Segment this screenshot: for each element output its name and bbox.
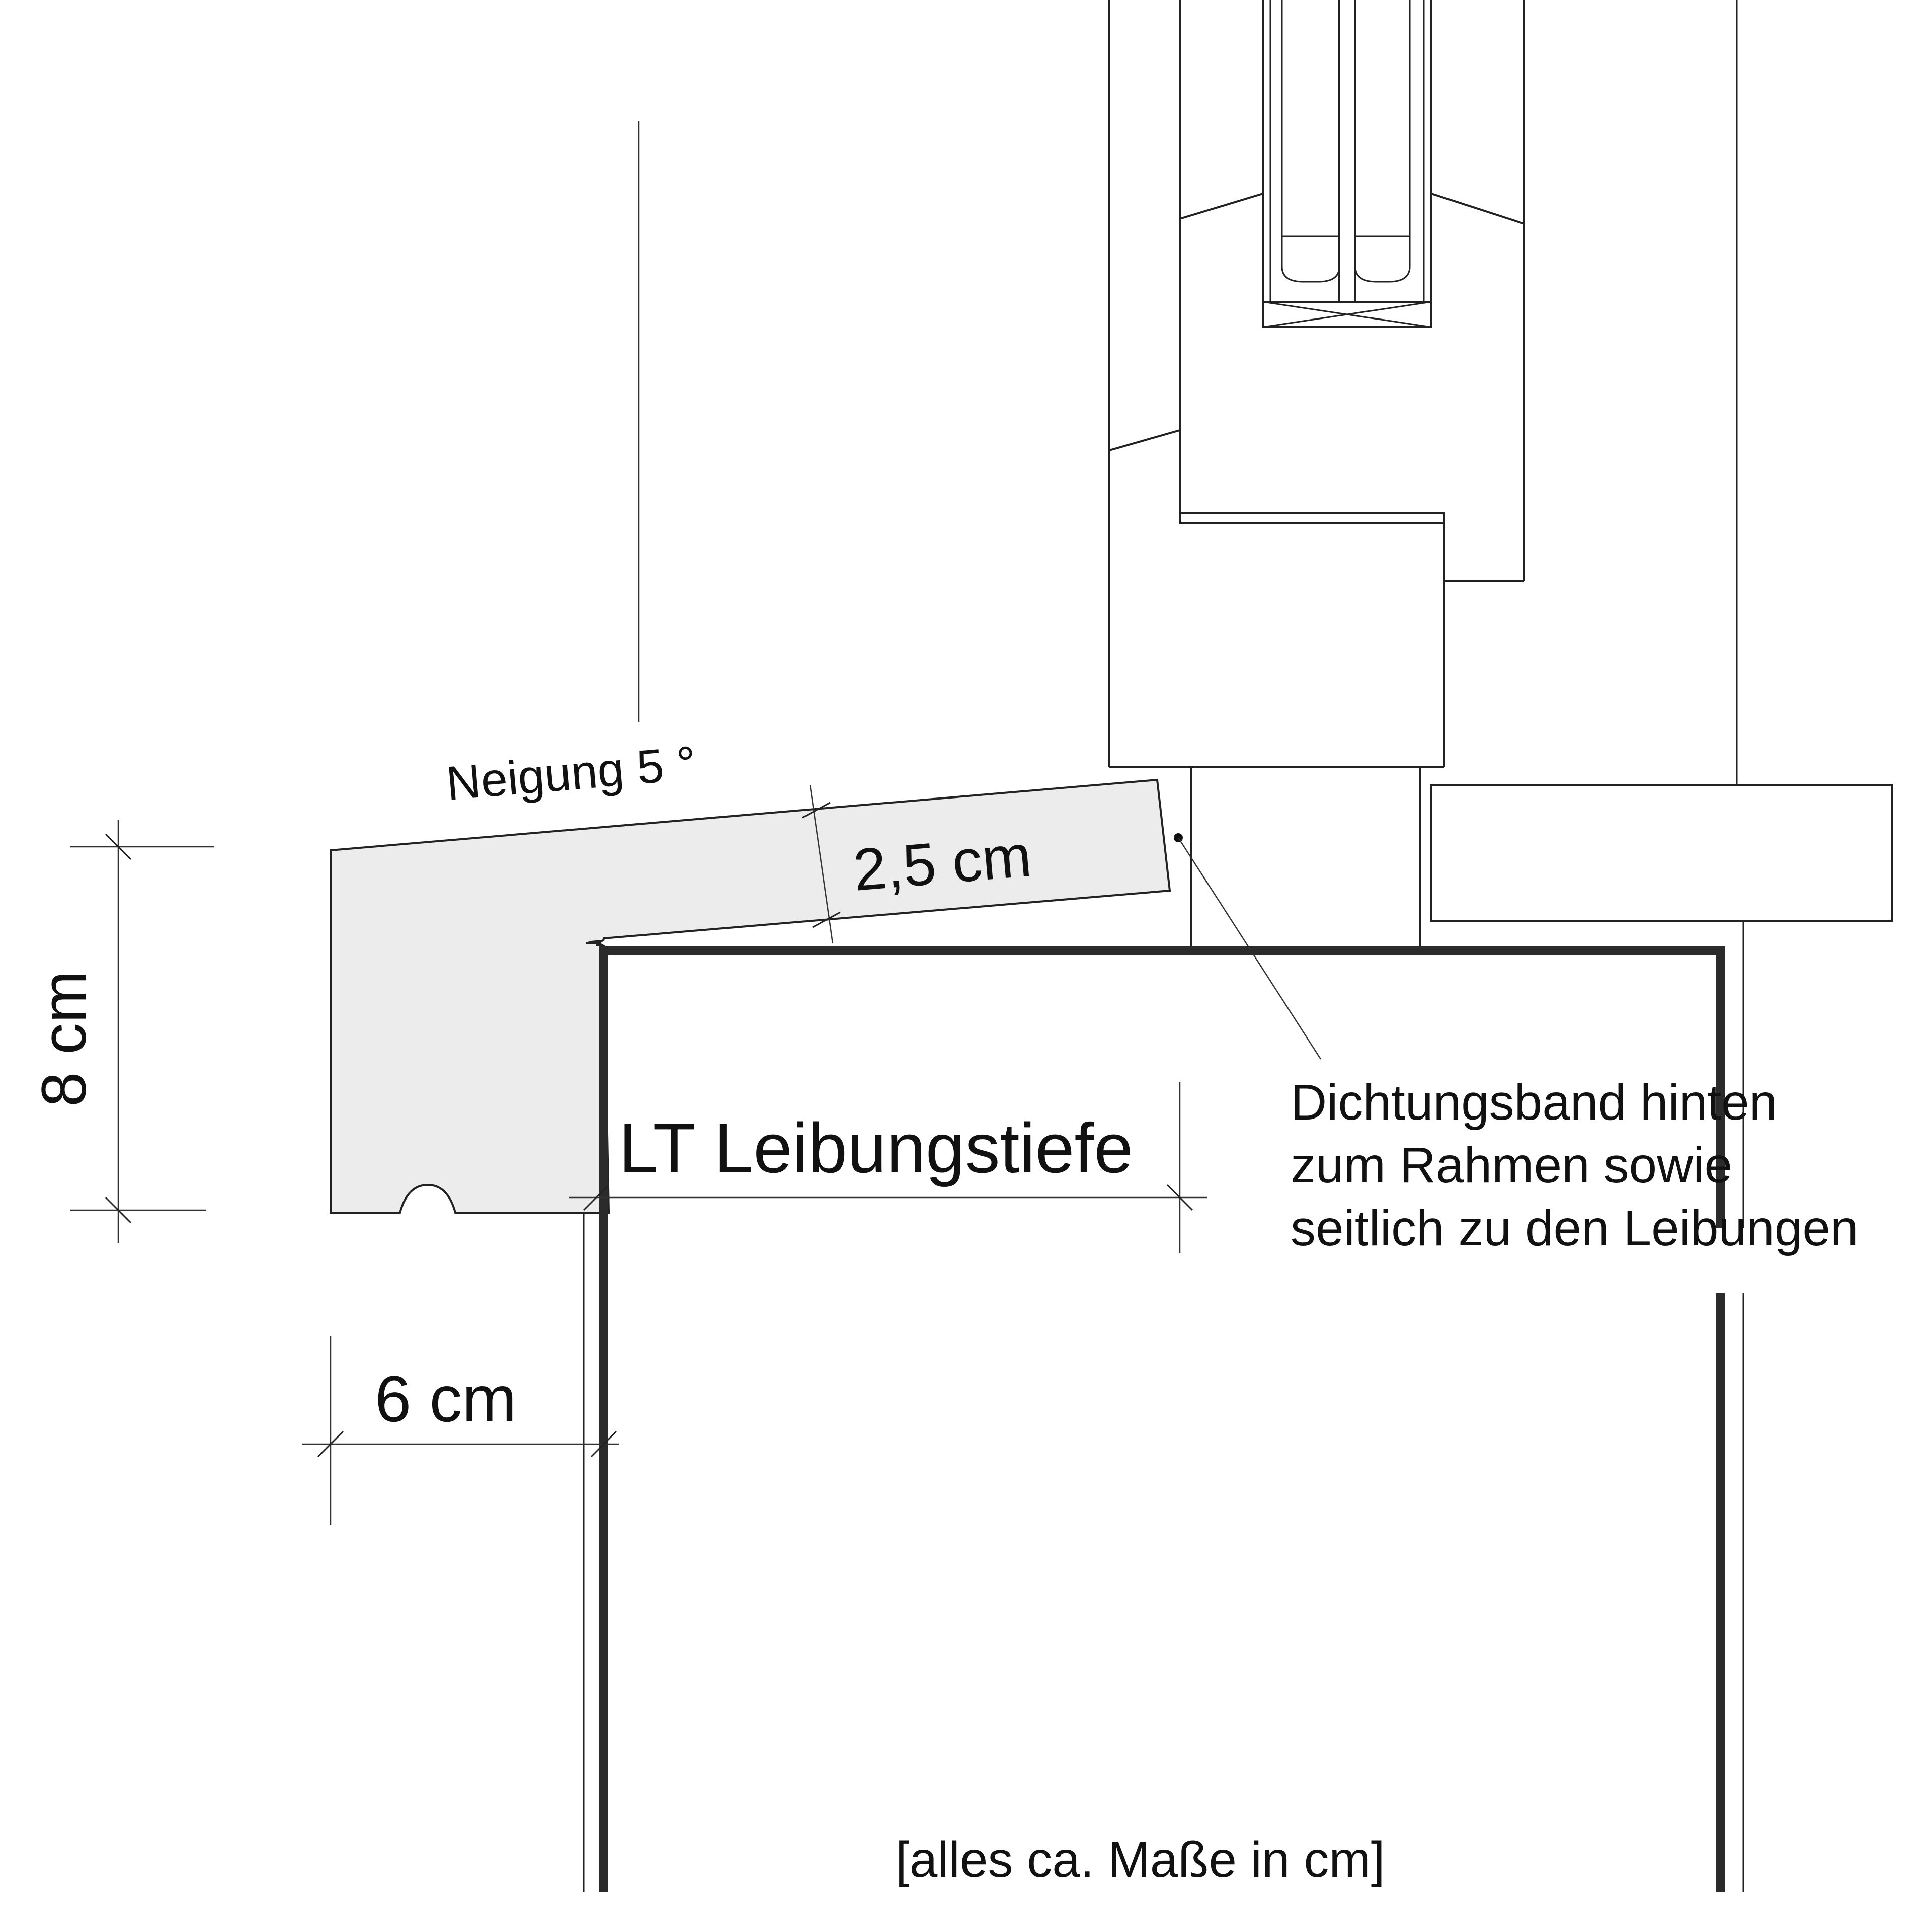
exterior-window-sill [330, 778, 1171, 1214]
window-frame [1108, 0, 1525, 768]
thickness-label: 2,5 cm [851, 823, 1034, 904]
reveal-depth-label: LT Leibungstiefe [619, 1108, 1133, 1187]
slope-label: Neigung 5 ° [444, 737, 698, 811]
height-label: 8 cm [29, 971, 99, 1107]
dimension-reveal-depth [569, 1082, 1208, 1253]
sealing-note-line3: seitlich zu den Leibungen [1291, 1200, 1859, 1256]
glazing-unit [1262, 0, 1432, 328]
wall-opening [583, 921, 1744, 1892]
sealing-note-line1: Dichtungsband hinten [1291, 1074, 1777, 1131]
frame-profile [1190, 767, 1421, 946]
dimension-thickness [802, 784, 841, 944]
dimension-overhang [302, 1336, 619, 1525]
sealing-note-line2: zum Rahmen sowie [1291, 1137, 1732, 1193]
footer-note: [alles ca. Maße in cm] [896, 1831, 1385, 1888]
interior-sill-board [1430, 784, 1893, 922]
dimension-height [70, 820, 214, 1243]
overhang-label: 6 cm [375, 1362, 517, 1435]
